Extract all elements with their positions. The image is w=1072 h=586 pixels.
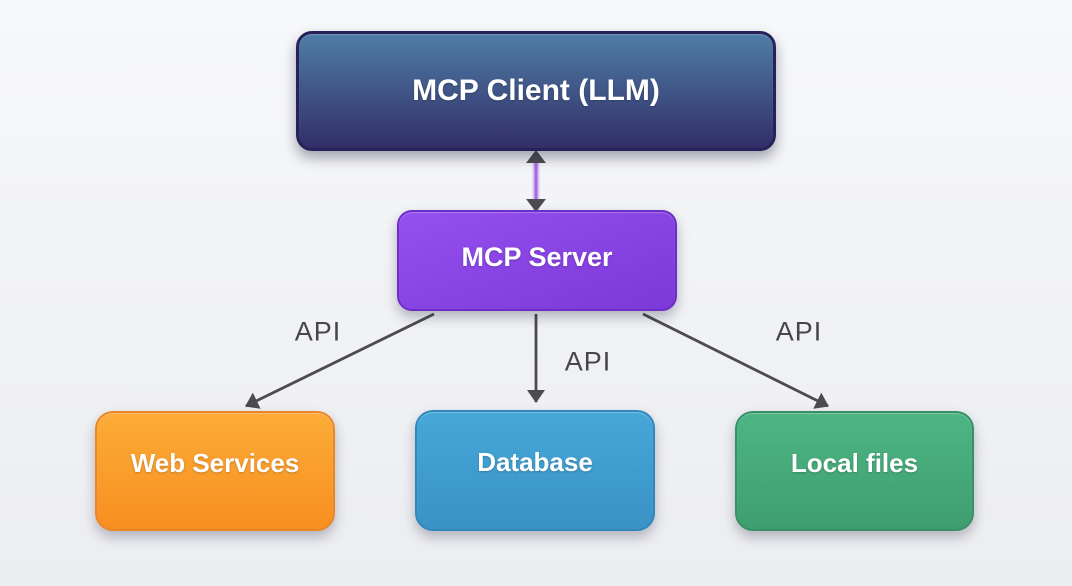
node-mcp-client-label: MCP Client (LLM)	[412, 74, 660, 107]
node-database: Database	[415, 410, 655, 531]
node-local-files: Local files	[735, 411, 974, 531]
node-database-label: Database	[477, 447, 593, 477]
node-mcp-server-label: MCP Server	[461, 242, 613, 272]
arrowhead-up-icon	[526, 150, 546, 163]
node-mcp-server: MCP Server	[397, 210, 677, 311]
arrowhead-down-icon	[526, 199, 546, 212]
edge-label-api-db: API	[564, 346, 612, 377]
node-web-services-label: Web Services	[130, 447, 300, 478]
edge-label-api-files: API	[775, 316, 823, 347]
node-web-services: Web Services	[95, 411, 335, 531]
edge-label-api-web: API	[294, 316, 342, 347]
edge-client-server	[526, 150, 546, 212]
edge-server-web	[245, 312, 435, 409]
node-mcp-client: MCP Client (LLM)	[296, 31, 776, 151]
edge-server-files	[642, 312, 829, 409]
node-local-files-label: Local files	[790, 447, 919, 478]
